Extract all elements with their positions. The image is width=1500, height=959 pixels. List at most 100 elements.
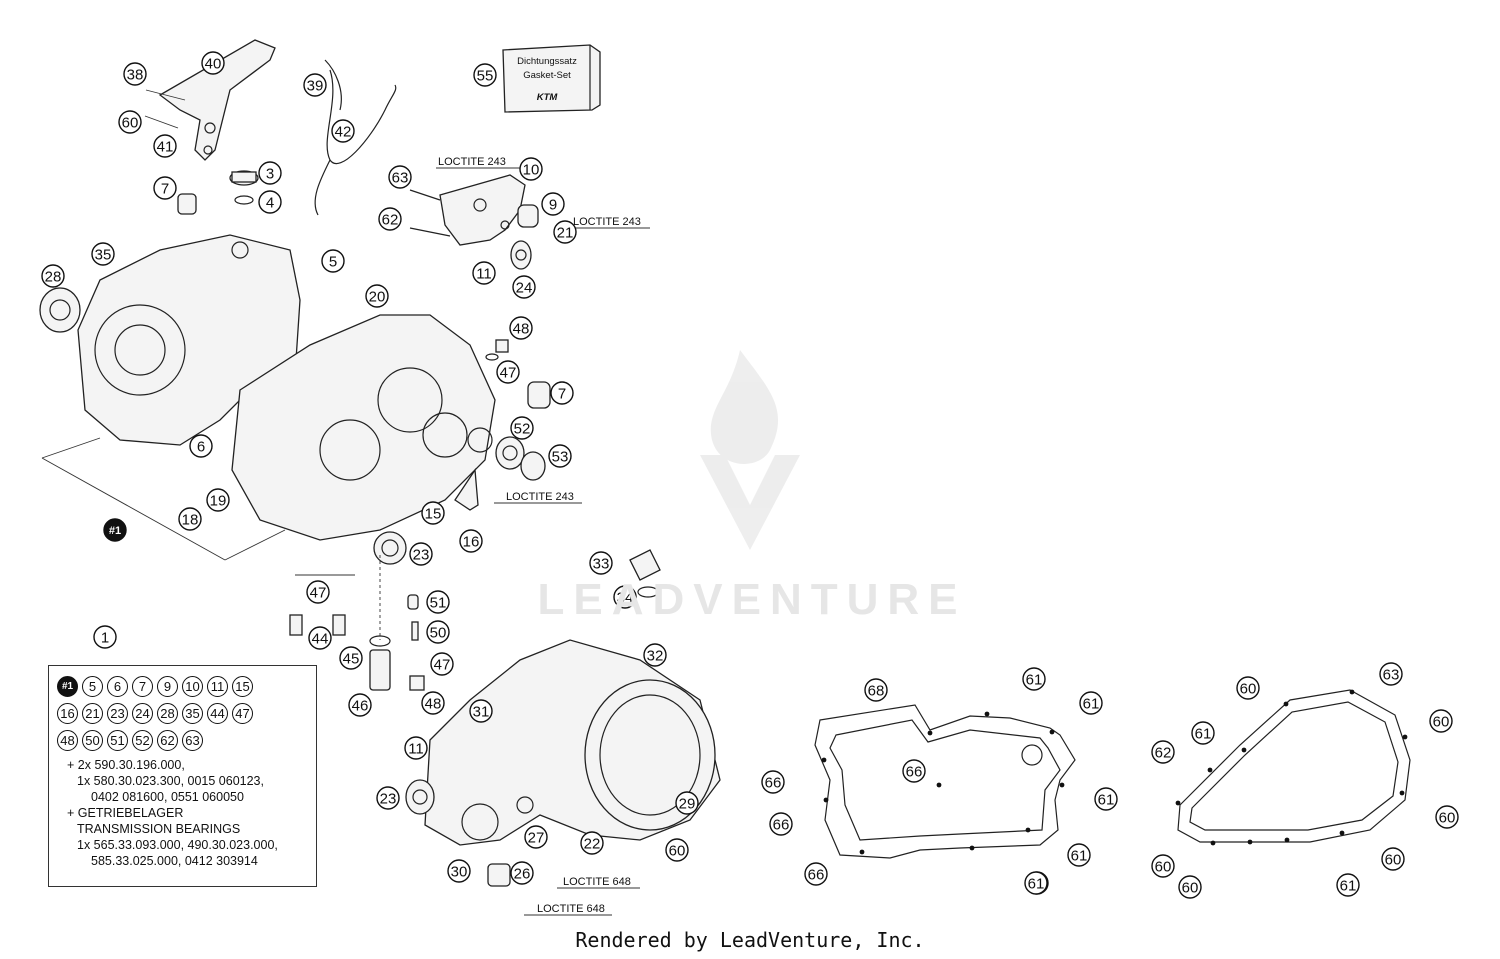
callout-22[interactable]: 22 xyxy=(580,831,604,855)
callout-19[interactable]: 19 xyxy=(206,488,230,512)
callout-31[interactable]: 31 xyxy=(469,699,493,723)
callout-60[interactable]: 60 xyxy=(1435,805,1459,829)
callout-number: 27 xyxy=(528,830,545,847)
callout-61[interactable]: 61 xyxy=(1094,787,1118,811)
callout-9[interactable]: 9 xyxy=(541,192,565,216)
callout-60[interactable]: 60 xyxy=(1381,847,1405,871)
callout-68[interactable]: 68 xyxy=(864,678,888,702)
callout-47[interactable]: 47 xyxy=(430,652,454,676)
callout-23[interactable]: 23 xyxy=(409,542,433,566)
callout-60[interactable]: 60 xyxy=(1236,676,1260,700)
callout-18[interactable]: 18 xyxy=(178,507,202,531)
callout-61[interactable]: 61 xyxy=(1067,843,1091,867)
callout-53[interactable]: 53 xyxy=(548,444,572,468)
callout-47[interactable]: 47 xyxy=(306,580,330,604)
callout-51[interactable]: 51 xyxy=(426,590,450,614)
callout-60[interactable]: 60 xyxy=(1178,875,1202,899)
callout-number: 31 xyxy=(473,704,490,721)
callout-number: 53 xyxy=(552,449,569,466)
callout-61[interactable]: 61 xyxy=(1024,871,1048,895)
callout-7[interactable]: 7 xyxy=(550,381,574,405)
callout-circle xyxy=(473,63,497,87)
callout-27[interactable]: 27 xyxy=(524,825,548,849)
callout-circle xyxy=(553,220,577,244)
callout-circle xyxy=(548,444,572,468)
callout-55[interactable]: 55 xyxy=(473,63,497,87)
callout-61[interactable]: 61 xyxy=(1336,873,1360,897)
bearing-parts xyxy=(454,339,551,511)
callout-circle xyxy=(1067,843,1091,867)
callout-32[interactable]: 32 xyxy=(643,643,667,667)
callout-circle xyxy=(1151,740,1175,764)
callout-kit1[interactable]: #1 xyxy=(103,518,127,542)
legend-kit-number: #1 xyxy=(57,676,78,697)
crankcase-right-half xyxy=(231,314,496,565)
legend-kit-number: 24 xyxy=(132,703,153,724)
callout-35[interactable]: 35 xyxy=(91,242,115,266)
callout-circle xyxy=(902,759,926,783)
callout-23[interactable]: 23 xyxy=(376,786,400,810)
callout-60[interactable]: 60 xyxy=(665,838,689,862)
callout-30[interactable]: 30 xyxy=(447,859,471,883)
callout-60[interactable]: 60 xyxy=(118,110,142,134)
legend-kit-number: 9 xyxy=(157,676,178,697)
callout-66[interactable]: 66 xyxy=(902,759,926,783)
callout-63[interactable]: 63 xyxy=(1379,662,1403,686)
loctite-note-3: LOCTITE 243 xyxy=(506,491,574,503)
callout-4[interactable]: 4 xyxy=(258,190,282,214)
callout-29[interactable]: 29 xyxy=(675,791,699,815)
callout-42[interactable]: 42 xyxy=(331,119,355,143)
callout-1[interactable]: 1 xyxy=(93,625,117,649)
legend-kit-number: 47 xyxy=(232,703,253,724)
callout-11[interactable]: 11 xyxy=(472,261,496,285)
callout-45[interactable]: 45 xyxy=(339,646,363,670)
callout-62[interactable]: 62 xyxy=(1151,740,1175,764)
callout-5[interactable]: 5 xyxy=(321,249,345,273)
callout-33[interactable]: 33 xyxy=(589,551,613,575)
callout-66[interactable]: 66 xyxy=(769,812,793,836)
callout-61[interactable]: 61 xyxy=(1022,667,1046,691)
callout-11[interactable]: 11 xyxy=(404,736,428,760)
callout-16[interactable]: 16 xyxy=(459,529,483,553)
callout-46[interactable]: 46 xyxy=(348,693,372,717)
callout-52[interactable]: 52 xyxy=(510,416,534,440)
callout-6[interactable]: 6 xyxy=(189,434,213,458)
callout-60[interactable]: 60 xyxy=(1429,709,1453,733)
legend-line: 0402 081600, 0551 060050 xyxy=(91,790,244,804)
callout-circle xyxy=(1191,721,1215,745)
callout-66[interactable]: 66 xyxy=(804,862,828,886)
callout-28[interactable]: 28 xyxy=(41,264,65,288)
callout-20[interactable]: 20 xyxy=(365,284,389,308)
callout-number: 66 xyxy=(765,775,782,792)
callout-50[interactable]: 50 xyxy=(426,620,450,644)
callout-63[interactable]: 63 xyxy=(388,165,412,189)
callout-15[interactable]: 15 xyxy=(421,501,445,525)
callout-10[interactable]: 10 xyxy=(519,157,543,181)
callout-circle xyxy=(1094,787,1118,811)
callout-circle xyxy=(421,501,445,525)
callout-26[interactable]: 26 xyxy=(510,861,534,885)
callout-60[interactable]: 60 xyxy=(1151,854,1175,878)
callout-7[interactable]: 7 xyxy=(153,176,177,200)
callout-44[interactable]: 44 xyxy=(308,626,332,650)
callout-34[interactable]: 34 xyxy=(613,585,637,609)
callout-3[interactable]: 3 xyxy=(258,161,282,185)
callout-40[interactable]: 40 xyxy=(201,51,225,75)
callout-number: 68 xyxy=(868,683,885,700)
callout-39[interactable]: 39 xyxy=(303,73,327,97)
callout-47[interactable]: 47 xyxy=(496,360,520,384)
callout-48[interactable]: 48 xyxy=(509,316,533,340)
callout-21[interactable]: 21 xyxy=(553,220,577,244)
callout-66[interactable]: 66 xyxy=(761,770,785,794)
callout-number: 9 xyxy=(549,197,557,214)
callout-48[interactable]: 48 xyxy=(421,691,445,715)
callout-61[interactable]: 61 xyxy=(1079,691,1103,715)
callout-number: 29 xyxy=(679,796,696,813)
callout-41[interactable]: 41 xyxy=(153,134,177,158)
callout-24[interactable]: 24 xyxy=(512,275,536,299)
callout-62[interactable]: 62 xyxy=(378,207,402,231)
callout-38[interactable]: 38 xyxy=(123,62,147,86)
callout-61[interactable]: 61 xyxy=(1191,721,1215,745)
